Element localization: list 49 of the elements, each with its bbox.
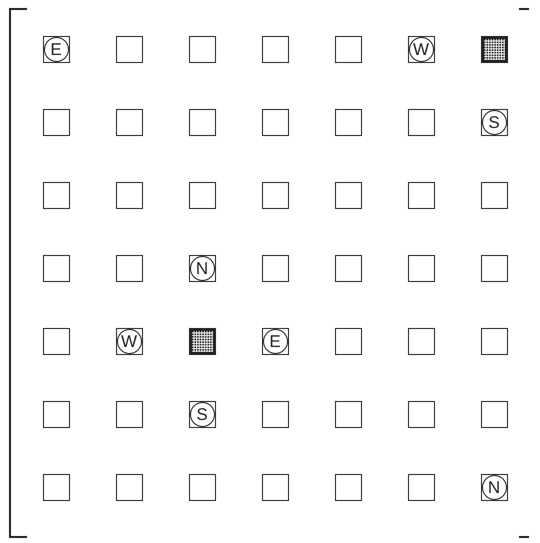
empty-square <box>116 36 142 62</box>
circled-letter: N <box>482 474 506 500</box>
empty-square <box>334 328 362 354</box>
empty-square <box>262 36 288 62</box>
empty-square <box>262 400 288 428</box>
empty-square <box>480 182 508 208</box>
empty-square <box>188 36 216 62</box>
empty-square <box>408 400 434 428</box>
circled-letter: S <box>482 110 506 134</box>
empty-square <box>42 400 70 428</box>
empty-square <box>408 254 434 282</box>
circled-letter: W <box>116 328 142 354</box>
empty-square <box>188 108 216 136</box>
empty-square <box>480 254 508 282</box>
empty-square <box>262 474 288 500</box>
empty-square <box>116 400 142 428</box>
circled-letter: S <box>190 402 214 426</box>
empty-square <box>42 182 70 208</box>
empty-square <box>408 328 434 354</box>
empty-square <box>480 328 508 354</box>
empty-square <box>42 108 70 136</box>
empty-square <box>408 474 434 500</box>
empty-square <box>188 474 216 500</box>
empty-square <box>42 474 70 500</box>
empty-square <box>188 182 216 208</box>
empty-square <box>116 108 142 136</box>
circled-letter: E <box>44 36 68 62</box>
empty-square <box>408 108 434 136</box>
empty-square <box>116 254 142 282</box>
empty-square <box>334 182 362 208</box>
empty-square <box>334 254 362 282</box>
empty-square <box>116 182 142 208</box>
empty-square <box>334 108 362 136</box>
empty-square <box>262 108 288 136</box>
empty-square <box>334 36 362 62</box>
circled-letter: E <box>262 328 288 354</box>
empty-square <box>480 400 508 428</box>
empty-square <box>42 254 70 282</box>
hatched-square <box>480 36 508 62</box>
circled-letter: N <box>190 256 214 280</box>
circled-letter: W <box>408 36 434 62</box>
hatched-square <box>188 328 216 354</box>
empty-square <box>262 254 288 282</box>
empty-square <box>116 474 142 500</box>
empty-square <box>334 474 362 500</box>
empty-square <box>42 328 70 354</box>
empty-square <box>334 400 362 428</box>
empty-square <box>262 182 288 208</box>
empty-square <box>408 182 434 208</box>
